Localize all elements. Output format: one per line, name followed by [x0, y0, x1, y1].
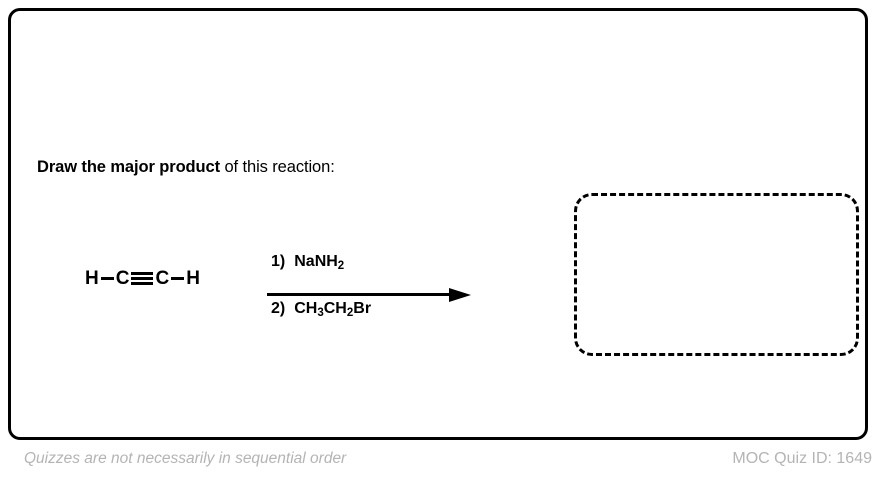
reagent-step-2: 2)CH3CH2Br — [271, 300, 372, 319]
atom-label-c-left: C — [115, 268, 130, 289]
reagent-step-2-formula-part1: CH — [294, 300, 318, 317]
starting-material-structure: H C C H — [85, 269, 200, 288]
reagent-step-2-formula-part2: CH — [323, 300, 347, 317]
atom-label-c-right: C — [155, 268, 170, 289]
reagent-step-2-subscript2: 2 — [346, 307, 354, 319]
reaction-arrow-icon — [267, 288, 473, 302]
reaction-arrow-block: 1)NaNH2 2)CH3CH2Br — [267, 247, 507, 333]
prompt-rest: of this reaction: — [220, 158, 335, 176]
footer-note: Quizzes are not necessarily in sequentia… — [24, 450, 347, 467]
arrow-shaft — [267, 293, 457, 296]
triple-bond-icon — [131, 272, 154, 285]
atom-label-h-right: H — [186, 268, 200, 289]
reagent-step-2-subscript1: 3 — [317, 307, 324, 319]
prompt-emphasis: Draw the major product — [37, 158, 220, 176]
reagent-step-2-formula-part3: Br — [353, 300, 372, 317]
answer-drawing-area[interactable] — [574, 193, 859, 356]
quiz-id-label: MOC Quiz ID: 1649 — [732, 450, 872, 467]
reagent-step-2-number: 2) — [271, 300, 286, 317]
single-bond-icon-left — [100, 277, 114, 280]
quiz-card: Draw the major product of this reaction:… — [8, 8, 868, 440]
reagent-step-1: 1) NaNH2 — [271, 253, 345, 272]
reaction-scheme: H C C H 1)NaNH2 2)CH3CH2Br — [37, 247, 507, 337]
reagent-step-1-formula: NaNH — [294, 253, 338, 270]
single-bond-icon-right — [171, 277, 185, 280]
reagent-step-1-subscript: 2 — [337, 260, 345, 272]
arrow-head — [449, 288, 471, 302]
atom-label-h-left: H — [85, 268, 99, 289]
page-title: Draw the major product of this reaction: — [37, 158, 335, 177]
reagent-step-1-number: 1) — [271, 253, 286, 270]
